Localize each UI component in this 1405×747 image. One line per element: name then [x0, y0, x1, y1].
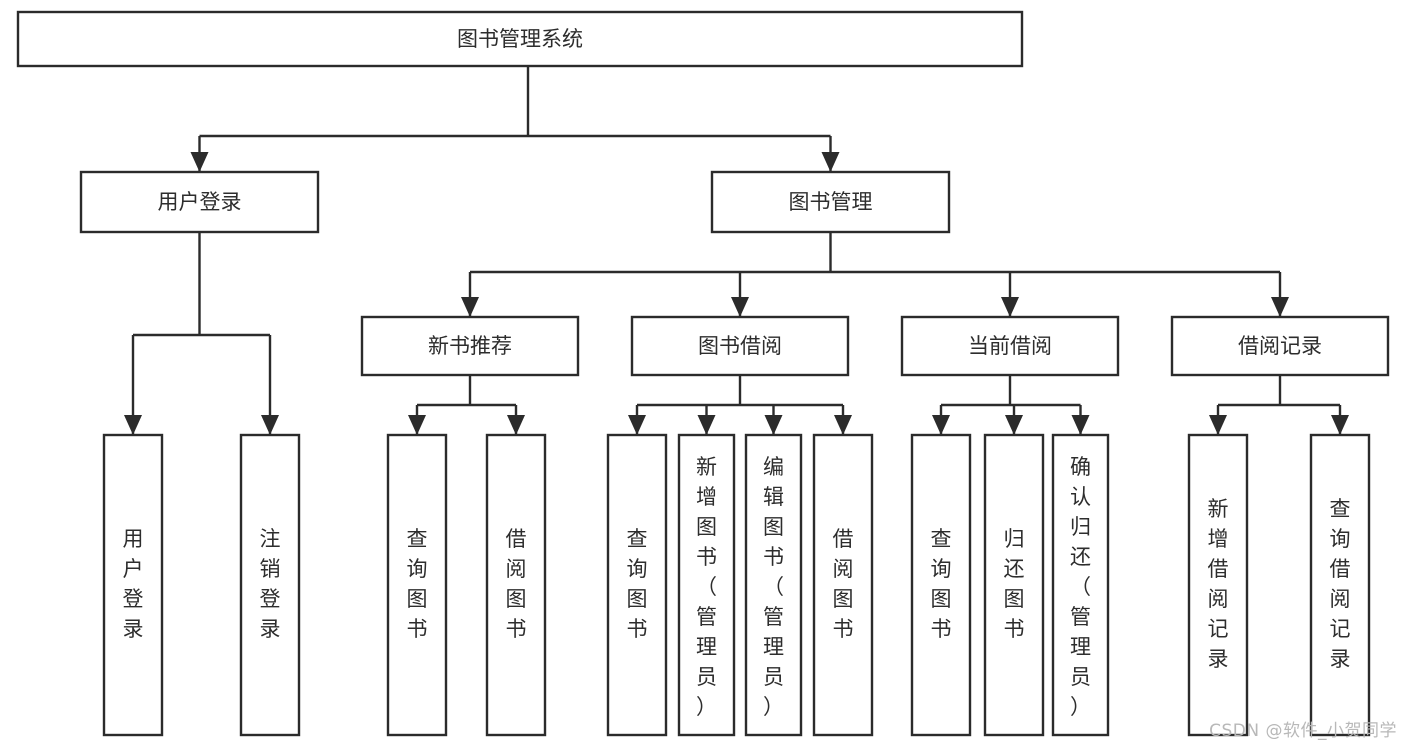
node-leaf-add-record[interactable]: 新增借阅记录: [1187, 433, 1249, 737]
node-new-book-recommend-box[interactable]: [360, 315, 580, 377]
arrow-into-leaf-query-book-1: [408, 415, 426, 435]
arrow-into-book-manage: [821, 152, 840, 172]
node-user-login[interactable]: 用户登录: [79, 170, 320, 234]
node-book-manage-box[interactable]: [710, 170, 951, 234]
node-leaf-add-record-box[interactable]: [1187, 433, 1249, 737]
node-leaf-borrow-book-2-box[interactable]: [812, 433, 874, 737]
arrow-into-new-book-recommend: [461, 297, 479, 317]
node-leaf-borrow-book-1[interactable]: 借阅图书: [485, 433, 547, 737]
node-leaf-add-book-label: 新增图书（管理员）: [696, 455, 717, 719]
node-leaf-return-book[interactable]: 归还图书: [983, 433, 1045, 737]
node-book-manage-label: 图书管理: [789, 190, 873, 214]
nodes-layer: 图书管理系统用户登录图书管理新书推荐图书借阅当前借阅借阅记录用户登录注销登录查询…: [16, 10, 1390, 737]
node-leaf-query-book-1-box[interactable]: [386, 433, 448, 737]
arrow-into-leaf-user-login: [124, 415, 142, 435]
node-leaf-edit-book-box[interactable]: [744, 433, 803, 737]
node-leaf-query-book-1-label: 查询图书: [407, 527, 428, 641]
node-leaf-query-record[interactable]: 查询借阅记录: [1309, 433, 1371, 737]
node-borrow-record-box[interactable]: [1170, 315, 1390, 377]
arrow-into-leaf-query-book-3: [932, 415, 950, 435]
node-leaf-borrow-book-1-box[interactable]: [485, 433, 547, 737]
node-leaf-query-book-1[interactable]: 查询图书: [386, 433, 448, 737]
node-leaf-query-book-2-label: 查询图书: [627, 527, 648, 641]
node-leaf-confirm-return-box[interactable]: [1051, 433, 1110, 737]
arrow-into-leaf-user-logout: [261, 415, 279, 435]
node-leaf-add-book-box[interactable]: [677, 433, 736, 737]
node-leaf-edit-book-label: 编辑图书（管理员）: [763, 455, 784, 719]
node-book-borrow-label: 图书借阅: [698, 334, 782, 358]
arrow-into-leaf-query-record: [1331, 415, 1349, 435]
node-new-book-recommend-label: 新书推荐: [428, 334, 512, 358]
node-leaf-return-book-label: 归还图书: [1004, 527, 1025, 641]
node-user-login-box[interactable]: [79, 170, 320, 234]
node-leaf-query-book-2[interactable]: 查询图书: [606, 433, 668, 737]
node-leaf-confirm-return[interactable]: 确认归还（管理员）: [1051, 433, 1110, 737]
node-root-system-label: 图书管理系统: [457, 27, 583, 51]
node-leaf-return-book-box[interactable]: [983, 433, 1045, 737]
node-leaf-user-logout-label: 注销登录: [260, 527, 281, 641]
node-leaf-user-logout-box[interactable]: [239, 433, 301, 737]
node-book-borrow[interactable]: 图书借阅: [630, 315, 850, 377]
node-leaf-query-book-3-label: 查询图书: [931, 527, 952, 641]
node-leaf-user-login[interactable]: 用户登录: [102, 433, 164, 737]
arrow-into-leaf-borrow-book-1: [507, 415, 525, 435]
arrow-into-book-borrow: [731, 297, 749, 317]
arrow-into-leaf-edit-book: [764, 415, 783, 435]
node-leaf-edit-book[interactable]: 编辑图书（管理员）: [744, 433, 803, 737]
node-user-login-label: 用户登录: [158, 190, 242, 214]
arrow-into-leaf-return-book: [1005, 415, 1023, 435]
node-leaf-borrow-book-2-label: 借阅图书: [833, 527, 854, 641]
node-root-system-box[interactable]: [16, 10, 1024, 68]
node-leaf-user-login-label: 用户登录: [123, 527, 144, 641]
arrow-into-leaf-add-book: [697, 415, 716, 435]
arrow-into-borrow-record: [1271, 297, 1289, 317]
node-new-book-recommend[interactable]: 新书推荐: [360, 315, 580, 377]
node-borrow-record-label: 借阅记录: [1238, 334, 1322, 358]
node-leaf-user-logout[interactable]: 注销登录: [239, 433, 301, 737]
connectors-layer: [124, 66, 1349, 435]
arrow-into-current-borrow: [1001, 297, 1019, 317]
node-leaf-user-login-box[interactable]: [102, 433, 164, 737]
node-book-borrow-box[interactable]: [630, 315, 850, 377]
node-leaf-query-book-2-box[interactable]: [606, 433, 668, 737]
node-leaf-add-book[interactable]: 新增图书（管理员）: [677, 433, 736, 737]
node-leaf-confirm-return-label: 确认归还（管理员）: [1070, 455, 1091, 719]
node-current-borrow[interactable]: 当前借阅: [900, 315, 1120, 377]
node-current-borrow-label: 当前借阅: [968, 334, 1052, 358]
arrow-into-leaf-query-book-2: [628, 415, 646, 435]
node-leaf-borrow-book-1-label: 借阅图书: [506, 527, 527, 641]
node-leaf-add-record-label: 新增借阅记录: [1208, 497, 1229, 671]
node-root-system[interactable]: 图书管理系统: [16, 10, 1024, 68]
arrow-into-leaf-confirm-return: [1071, 415, 1090, 435]
node-current-borrow-box[interactable]: [900, 315, 1120, 377]
node-leaf-query-book-3-box[interactable]: [910, 433, 972, 737]
node-leaf-query-book-3[interactable]: 查询图书: [910, 433, 972, 737]
node-borrow-record[interactable]: 借阅记录: [1170, 315, 1390, 377]
arrow-into-leaf-add-record: [1209, 415, 1227, 435]
node-book-manage[interactable]: 图书管理: [710, 170, 951, 234]
node-leaf-query-record-label: 查询借阅记录: [1330, 497, 1351, 671]
node-leaf-query-record-box[interactable]: [1309, 433, 1371, 737]
arrow-into-user-login: [190, 152, 209, 172]
arrow-into-leaf-borrow-book-2: [834, 415, 852, 435]
csdn-watermark: CSDN @软件_小贺同学: [1209, 721, 1397, 741]
node-leaf-borrow-book-2[interactable]: 借阅图书: [812, 433, 874, 737]
